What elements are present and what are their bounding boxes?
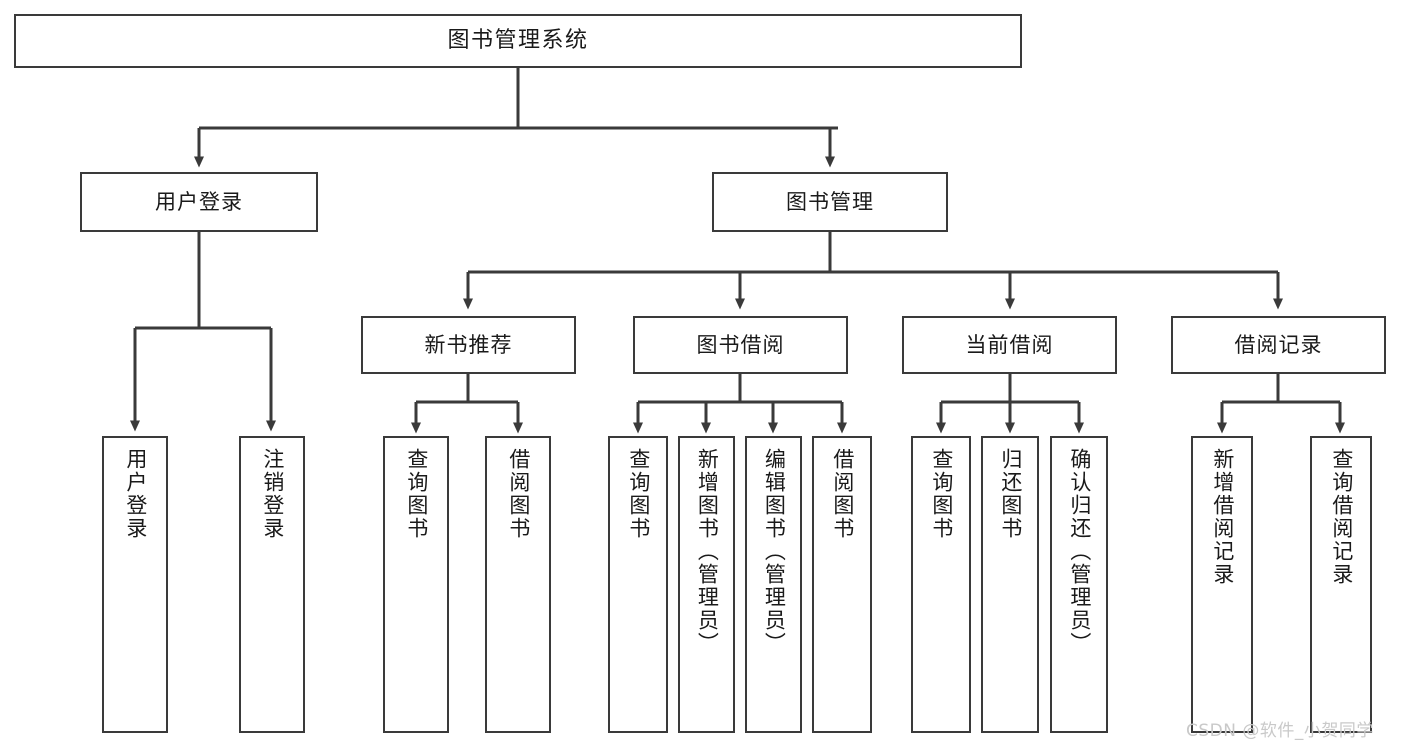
node-label: 查询图书 (404, 448, 429, 540)
leaf-record-query-record[interactable]: 查询借阅记录 (1310, 436, 1372, 733)
leaf-borrow-query-book[interactable]: 查询图书 (608, 436, 668, 733)
node-label: 查询借阅记录 (1329, 448, 1354, 586)
node-label: 查询图书 (929, 448, 954, 540)
leaf-user-login-signin[interactable]: 用户登录 (102, 436, 168, 733)
node-label: 查询图书 (626, 448, 651, 540)
leaf-current-query-book[interactable]: 查询图书 (911, 436, 971, 733)
node-root-system[interactable]: 图书管理系统 (14, 14, 1022, 68)
node-label: 归还图书 (998, 448, 1023, 540)
leaf-borrow-edit-book-admin[interactable]: 编辑图书（管理员） (745, 436, 802, 733)
leaf-current-return-book[interactable]: 归还图书 (981, 436, 1039, 733)
node-borrow-record[interactable]: 借阅记录 (1171, 316, 1386, 374)
node-label: 注销登录 (260, 448, 285, 540)
leaf-recommend-query-book[interactable]: 查询图书 (383, 436, 449, 733)
leaf-recommend-borrow-book[interactable]: 借阅图书 (485, 436, 551, 733)
leaf-borrow-add-book-admin[interactable]: 新增图书（管理员） (678, 436, 735, 733)
node-label: 当前借阅 (965, 332, 1054, 357)
node-new-book-recommend[interactable]: 新书推荐 (361, 316, 576, 374)
node-label: 确认归还（管理员） (1067, 448, 1092, 655)
csdn-watermark: CSDN @软件_小贺同学 (1186, 721, 1374, 741)
node-label: 用户登录 (155, 189, 243, 214)
node-book-management[interactable]: 图书管理 (712, 172, 948, 232)
leaf-user-login-signout[interactable]: 注销登录 (239, 436, 305, 733)
node-label: 新增图书（管理员） (695, 448, 720, 655)
leaf-current-confirm-return-admin[interactable]: 确认归还（管理员） (1050, 436, 1108, 733)
leaf-borrow-borrow-book[interactable]: 借阅图书 (812, 436, 872, 733)
node-label: 用户登录 (123, 448, 148, 540)
node-label: 编辑图书（管理员） (762, 448, 787, 655)
leaf-record-add-record[interactable]: 新增借阅记录 (1191, 436, 1253, 733)
node-label: 借阅图书 (506, 448, 531, 540)
node-book-borrow[interactable]: 图书借阅 (633, 316, 848, 374)
node-label: 新书推荐 (424, 332, 513, 357)
node-label: 图书管理系统 (447, 28, 589, 54)
node-label: 图书借阅 (696, 332, 785, 357)
node-current-borrow[interactable]: 当前借阅 (902, 316, 1117, 374)
node-label: 新增借阅记录 (1210, 448, 1235, 586)
node-label: 借阅图书 (830, 448, 855, 540)
node-label: 借阅记录 (1234, 332, 1323, 357)
node-user-login[interactable]: 用户登录 (80, 172, 318, 232)
node-label: 图书管理 (786, 189, 874, 214)
